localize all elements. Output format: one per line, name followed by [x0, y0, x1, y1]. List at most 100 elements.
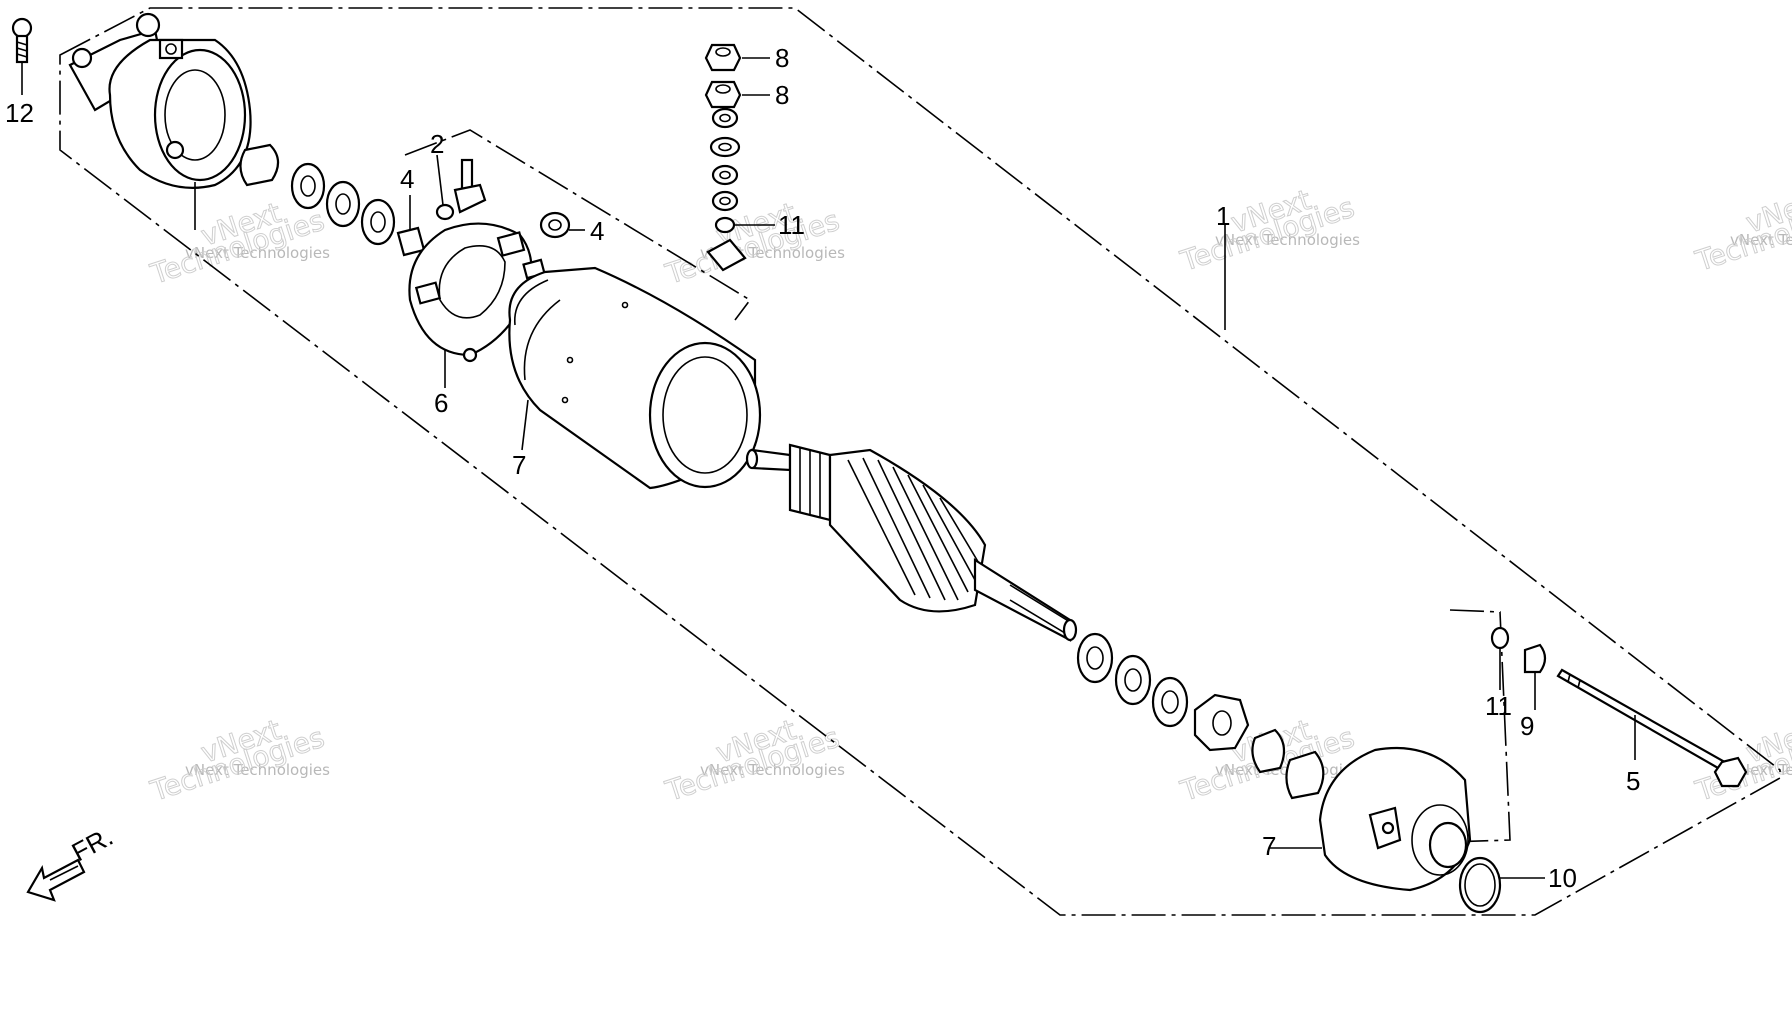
- thrust-washer: [290, 162, 326, 210]
- shaft-spline: [1009, 584, 1071, 637]
- brush-face: [548, 219, 562, 231]
- part-7-yoke: [508, 266, 762, 490]
- callout-11: 11: [1485, 691, 1512, 721]
- yoke-front-rim: [648, 341, 762, 489]
- mounting-hole: [135, 12, 161, 38]
- o-ring: [1490, 626, 1510, 650]
- washer-hole: [719, 113, 731, 123]
- watermark-text: vNext Technologies: [1730, 231, 1792, 249]
- terminal-insulator: [706, 238, 747, 272]
- core-slot: [847, 459, 916, 596]
- part-9-clip: [1523, 643, 1547, 710]
- brush-block: [396, 226, 426, 257]
- washer-hole: [1161, 690, 1179, 714]
- shaft-tip: [1062, 618, 1078, 642]
- bolt-thread: [16, 47, 28, 52]
- armature-core: [828, 448, 987, 613]
- watermark: vNext Technologies Technologies vNext: [1691, 182, 1792, 278]
- core-slot: [877, 459, 946, 601]
- washer: [711, 190, 739, 212]
- watermark-text: vNext Technologies: [700, 761, 845, 779]
- callout-4: 4: [590, 216, 604, 246]
- arrow-hatch: [49, 865, 79, 881]
- cover-boss: [1411, 804, 1469, 876]
- callout-1: 1: [1216, 201, 1230, 231]
- front-cover: [1270, 746, 1472, 892]
- part-11-o-ring-right: [1490, 626, 1510, 690]
- brush-box: [496, 231, 526, 257]
- core-slot: [892, 466, 959, 601]
- core-slot: [862, 457, 931, 599]
- bolt-thread: [1567, 673, 1571, 683]
- watermark-layer: vNext Technologies Technologies vNext vN…: [146, 182, 1792, 808]
- armature: [745, 443, 1078, 642]
- part-4-brush-right: [539, 211, 585, 239]
- nut-top: [715, 84, 731, 94]
- holder-tab: [462, 347, 478, 363]
- yoke-bore: [662, 356, 748, 474]
- callout-labels: 1 2 4 4 5 6 7 7 8 8 9 10 11 11 12: [5, 43, 1640, 893]
- washer-hole: [1212, 710, 1232, 736]
- yoke-rear-ring: [523, 299, 561, 381]
- assembly-boundary-line: [59, 7, 1781, 916]
- callout-4: 4: [400, 164, 414, 194]
- yoke-rivet: [566, 356, 574, 364]
- o-ring: [1458, 856, 1502, 914]
- watermark-text: vNext Technologies: [185, 244, 330, 262]
- thrust-washer: [1114, 654, 1152, 706]
- washer-hole: [718, 142, 732, 152]
- yoke-rivet: [561, 396, 569, 404]
- front-washers: [1076, 632, 1325, 800]
- cover-bore: [1428, 821, 1468, 869]
- front-direction-indicator: FR.: [26, 821, 118, 902]
- part-12-bolt: [11, 17, 33, 95]
- lock-washer: [1193, 693, 1250, 752]
- leader-line: [521, 399, 529, 451]
- callout-9: 9: [1520, 711, 1534, 741]
- rear-housing: [68, 12, 252, 230]
- terminal-nut: [435, 203, 455, 221]
- callout-6: 6: [434, 388, 448, 418]
- thrust-washer: [1151, 676, 1189, 728]
- watermark-text: vNext Technologies: [185, 761, 330, 779]
- assembly-frame: [59, 7, 1781, 916]
- clip: [1523, 643, 1547, 674]
- callout-2: 2: [430, 129, 444, 159]
- brush-box: [414, 281, 442, 305]
- yoke-rear-ring: [514, 279, 549, 326]
- watermark-text: vNext Technologies: [1215, 231, 1360, 249]
- thrust-washer: [360, 198, 396, 246]
- washer-hole: [335, 193, 351, 215]
- housing-bore: [164, 69, 226, 161]
- callout-8: 8: [775, 43, 789, 73]
- core-slot: [939, 497, 981, 566]
- washer: [711, 164, 739, 186]
- watermark: vNext Technologies Technologies vNext: [661, 712, 846, 808]
- washer-hole: [719, 170, 731, 180]
- seal: [1251, 728, 1286, 774]
- core-slot: [922, 484, 976, 581]
- part-5-through-bolt: [1556, 668, 1748, 788]
- callout-7: 7: [1262, 831, 1276, 861]
- mounting-hole: [71, 47, 93, 69]
- callout-10: 10: [1548, 863, 1577, 893]
- brush-block: [539, 211, 571, 239]
- callout-5: 5: [1626, 766, 1640, 796]
- washer: [711, 107, 739, 129]
- housing-stud: [165, 140, 185, 160]
- yoke-rivet: [621, 301, 629, 309]
- callout-12: 12: [5, 98, 34, 128]
- leader-line: [436, 154, 444, 206]
- part-8-nut: [704, 43, 742, 72]
- part-2-brush-terminal: [435, 154, 487, 221]
- bolt-thread: [16, 53, 28, 58]
- washer-hole: [370, 211, 386, 233]
- washer: [709, 136, 741, 158]
- brush-holder-group-bracket: [404, 129, 752, 321]
- housing-rim: [153, 48, 247, 182]
- part-6-brush-holder: [408, 222, 546, 388]
- core-slot: [907, 474, 969, 593]
- watermark: vNext Technologies Technologies vNext: [661, 195, 846, 291]
- part-8-nut: [704, 80, 742, 109]
- shaft-tip: [745, 448, 759, 470]
